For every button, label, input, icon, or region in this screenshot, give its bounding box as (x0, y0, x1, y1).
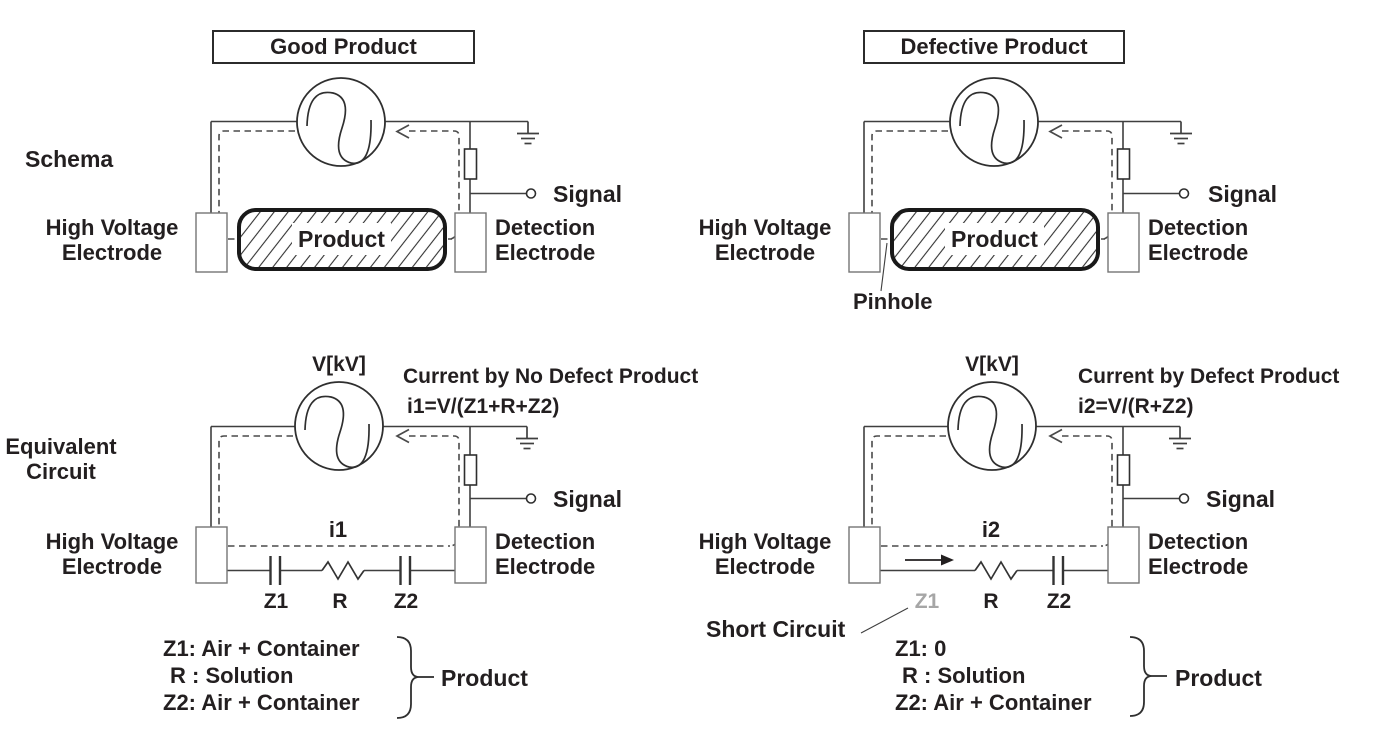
equiv-good-z2-label: Z2 (393, 590, 419, 613)
equiv-defect-z1-label: Z1 (914, 590, 940, 613)
ac-source-icon (949, 77, 1039, 167)
current-arrowhead-icon (1048, 124, 1063, 139)
equiv-defect-detection-electrode-label: Detection Electrode (1148, 529, 1249, 579)
ground-icon (516, 120, 540, 145)
ac-source-icon (296, 77, 386, 167)
equiv-good-detection-electrode-label: Detection Electrode (495, 529, 596, 579)
current-arrowhead-icon (1048, 428, 1063, 444)
defective-signal-label: Signal (1208, 181, 1278, 207)
equivalent-circuit-good (195, 381, 539, 719)
ground-icon (1168, 425, 1192, 450)
equiv-defect-z2-label: Z2 (1046, 590, 1072, 613)
equiv-good-formula: i1=V/(Z1+R+Z2) (407, 395, 560, 418)
capacitor-z1-icon (269, 556, 282, 585)
capacitor-z2-icon (1052, 556, 1065, 585)
product-label-backplate (945, 223, 1044, 255)
legend-brace-icon (1129, 636, 1167, 717)
equiv-defect-current-label: i2 (981, 517, 1001, 542)
hv-electrode-shape (195, 526, 228, 584)
defective-detection-electrode-label: Detection Electrode (1148, 215, 1249, 265)
signal-tap-icon (1122, 188, 1190, 199)
detection-electrode-shape (454, 526, 487, 584)
defective-schema-circuit (848, 77, 1193, 292)
signal-tap-icon (469, 188, 537, 199)
pinhole-leader-line (880, 242, 888, 292)
product-label-backplate (292, 223, 391, 255)
defective-hv-electrode-label: High Voltage Electrode (698, 215, 832, 265)
resistor-zigzag-icon (974, 560, 1018, 581)
ground-icon (515, 425, 539, 450)
short-circuit-leader-line (860, 607, 909, 634)
equiv-good-r-label: R (332, 590, 348, 613)
equiv-defect-signal-label: Signal (1206, 486, 1276, 512)
current-arrowhead-icon (395, 124, 410, 139)
signal-tap-icon (1122, 493, 1190, 504)
equiv-good-signal-label: Signal (553, 486, 623, 512)
detection-electrode-shape (1107, 212, 1140, 273)
equivalent-circuit-defect (848, 381, 1192, 717)
equiv-good-legend-z2: Z2: Air + Container (163, 690, 360, 715)
equiv-good-legend-r: R : Solution (170, 663, 294, 688)
resistor-box-icon (463, 454, 478, 486)
resistor-box-icon (1116, 148, 1131, 180)
equiv-good-heading: Current by No Defect Product (403, 365, 699, 388)
equiv-good-hv-electrode-label: High Voltage Electrode (45, 529, 179, 579)
short-circuit-arrow-icon (905, 554, 954, 566)
capacitor-z2-icon (399, 556, 412, 585)
ground-icon (1169, 120, 1193, 145)
equiv-good-source-label: V[kV] (312, 353, 366, 376)
good-product-title: Good Product (212, 30, 475, 64)
resistor-box-icon (1116, 454, 1131, 486)
good-schema-circuit (195, 77, 540, 273)
ac-source-icon (294, 381, 384, 471)
hv-electrode-shape (195, 212, 228, 273)
legend-brace-icon (396, 636, 434, 719)
resistor-box-icon (463, 148, 478, 180)
pinhole-label: Pinhole (853, 289, 933, 314)
equiv-defect-r-label: R (983, 590, 999, 613)
equiv-good-legend-z1: Z1: Air + Container (163, 636, 360, 661)
equiv-defect-legend-r: R : Solution (902, 663, 1026, 688)
row-label-schema: Schema (25, 146, 114, 172)
equiv-good-z1-label: Z1 (263, 590, 289, 613)
equiv-defect-legend-z2: Z2: Air + Container (895, 690, 1092, 715)
row-label-equivalent-circuit: Equivalent Circuit (5, 434, 117, 484)
hv-electrode-shape (848, 212, 881, 273)
signal-tap-icon (469, 493, 537, 504)
defective-product-title: Defective Product (863, 30, 1125, 64)
equiv-defect-source-label: V[kV] (965, 353, 1019, 376)
detection-electrode-shape (1107, 526, 1140, 584)
equiv-defect-legend-z1: Z1: 0 (895, 636, 947, 661)
defective-product-label: Product (951, 226, 1038, 252)
equiv-good-brace-label: Product (441, 665, 528, 691)
ac-source-icon (947, 381, 1037, 471)
short-circuit-label: Short Circuit (706, 616, 846, 642)
resistor-z igzag-icon (321, 560, 365, 581)
equiv-defect-hv-electrode-label: High Voltage Electrode (698, 529, 832, 579)
equiv-defect-formula: i2=V/(R+Z2) (1078, 395, 1194, 418)
current-arrowhead-icon (395, 428, 410, 444)
good-hv-electrode-label: High Voltage Electrode (45, 215, 179, 265)
good-detection-electrode-label: Detection Electrode (495, 215, 596, 265)
good-product-label: Product (298, 226, 385, 252)
equiv-defect-brace-label: Product (1175, 665, 1262, 691)
good-signal-label: Signal (553, 181, 623, 207)
equiv-good-current-label: i1 (328, 517, 348, 542)
hv-electrode-shape (848, 526, 881, 584)
equiv-defect-heading: Current by Defect Product (1078, 365, 1340, 388)
detection-electrode-shape (454, 212, 487, 273)
